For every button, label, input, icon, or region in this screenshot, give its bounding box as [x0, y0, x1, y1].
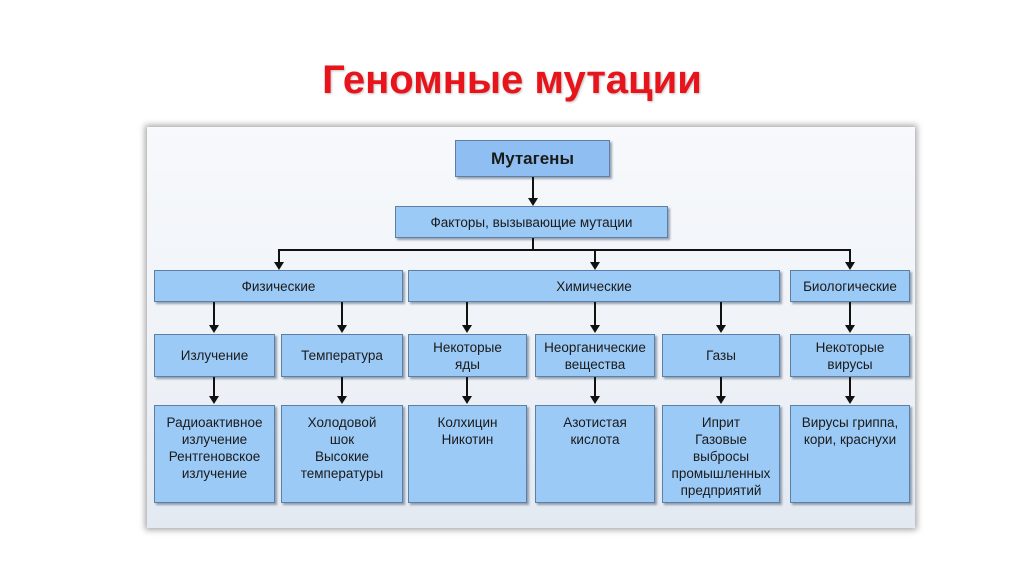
connector — [532, 238, 534, 251]
node-factors: Факторы, вызывающие мутации — [395, 206, 668, 238]
node-gases: Газы — [662, 334, 780, 377]
node-gases-examples: Иприт Газовые выбросы промышленных предп… — [662, 405, 780, 503]
node-physical: Физические — [154, 270, 403, 302]
node-poisons: Некоторые яды — [408, 334, 527, 377]
arrow-icon — [209, 325, 219, 333]
arrow-icon — [845, 325, 855, 333]
connector — [466, 302, 468, 326]
connector — [341, 377, 343, 397]
arrow-icon — [462, 325, 472, 333]
arrow-icon — [716, 396, 726, 404]
page-title: Геномные мутации — [322, 58, 702, 102]
arrow-icon — [274, 262, 284, 270]
arrow-icon — [590, 396, 600, 404]
connector — [278, 249, 280, 263]
node-biological: Биологические — [790, 270, 910, 302]
node-chemical: Химические — [408, 270, 780, 302]
node-viruses: Некоторые вирусы — [790, 334, 910, 377]
connector — [849, 249, 851, 263]
arrow-icon — [845, 262, 855, 270]
arrow-icon — [590, 262, 600, 270]
diagram-panel — [147, 127, 915, 528]
arrow-icon — [462, 396, 472, 404]
connector — [341, 302, 343, 326]
node-radiation-examples: Радиоактивное излучение Рентгеновское из… — [154, 405, 275, 503]
node-temperature: Температура — [281, 334, 403, 377]
node-radiation: Излучение — [154, 334, 275, 377]
arrow-icon — [209, 396, 219, 404]
arrow-icon — [337, 325, 347, 333]
arrow-icon — [528, 198, 538, 206]
connector — [213, 302, 215, 326]
connector — [594, 377, 596, 397]
arrow-icon — [590, 325, 600, 333]
node-inorganic: Неорганические вещества — [535, 334, 655, 377]
node-mutagens: Мутагены — [455, 140, 610, 177]
connector — [720, 302, 722, 326]
connector — [594, 249, 596, 263]
connector — [532, 177, 534, 199]
connector — [849, 377, 851, 397]
connector — [213, 377, 215, 397]
connector — [466, 377, 468, 397]
connector — [720, 377, 722, 397]
arrow-icon — [337, 396, 347, 404]
connector — [278, 249, 851, 251]
node-inorganic-examples: Азотистая кислота — [535, 405, 655, 503]
node-temperature-examples: Холодовой шок Высокие температуры — [281, 405, 403, 503]
node-poisons-examples: Колхицин Никотин — [408, 405, 527, 503]
connector — [594, 302, 596, 326]
arrow-icon — [716, 325, 726, 333]
connector — [849, 302, 851, 326]
arrow-icon — [845, 396, 855, 404]
node-viruses-examples: Вирусы гриппа, кори, краснухи — [790, 405, 910, 503]
